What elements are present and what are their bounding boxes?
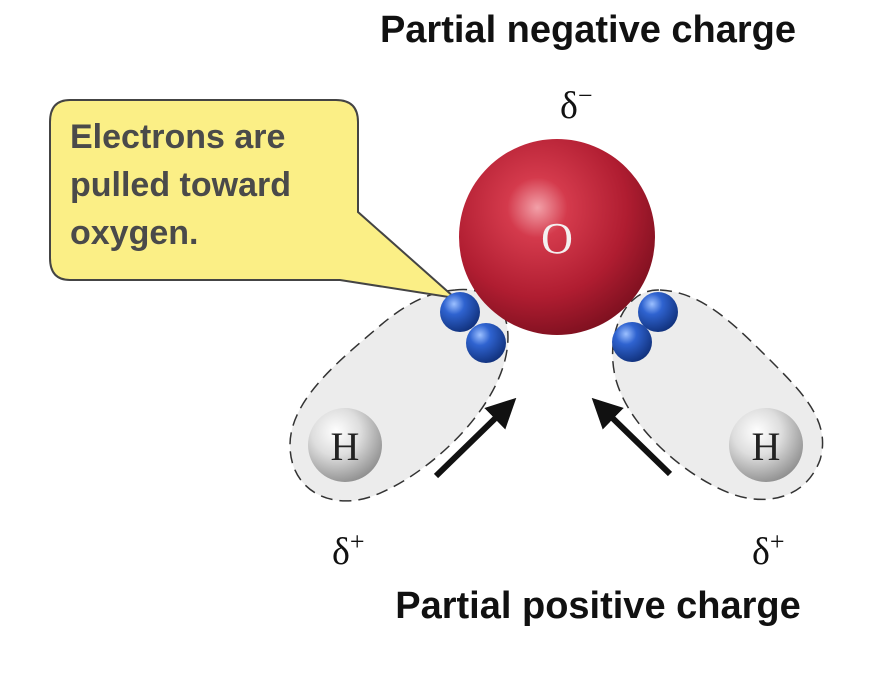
oxygen-atom [459, 139, 655, 335]
arrow-right [591, 397, 673, 477]
oxygen-label: O [541, 214, 573, 263]
hydrogen-label-left: H [331, 424, 360, 469]
delta-minus-symbol: δ [560, 85, 578, 127]
delta-plus-right-sign: + [770, 527, 785, 556]
hydrogen-atom-right [729, 408, 803, 482]
delta-plus-left-label: δ+ [332, 527, 365, 573]
callout-line-1: Electrons are [70, 118, 285, 156]
delta-minus-sign: − [578, 81, 593, 110]
negative-charge-label: Partial negative charge [380, 9, 796, 51]
arrow-left [433, 397, 517, 479]
delta-plus-left-symbol: δ [332, 531, 350, 573]
electron-right-upper [638, 292, 678, 332]
callout-line-3: oxygen. [70, 214, 198, 252]
electron-right-lower [612, 322, 652, 362]
electron-left-lower [466, 323, 506, 363]
hydrogen-atom-left [308, 408, 382, 482]
delta-plus-right-symbol: δ [752, 531, 770, 573]
hydrogen-label-right: H [752, 424, 781, 469]
delta-plus-left-sign: + [350, 527, 365, 556]
callout-line-2: pulled toward [70, 166, 291, 204]
electron-left-upper [440, 292, 480, 332]
callout-bubble [49, 99, 459, 300]
callout-text: Electrons are pulled toward oxygen. [70, 118, 300, 252]
positive-charge-label: Partial positive charge [395, 585, 801, 627]
delta-plus-right-label: δ+ [752, 527, 785, 573]
delta-minus-label: δ− [560, 81, 593, 127]
